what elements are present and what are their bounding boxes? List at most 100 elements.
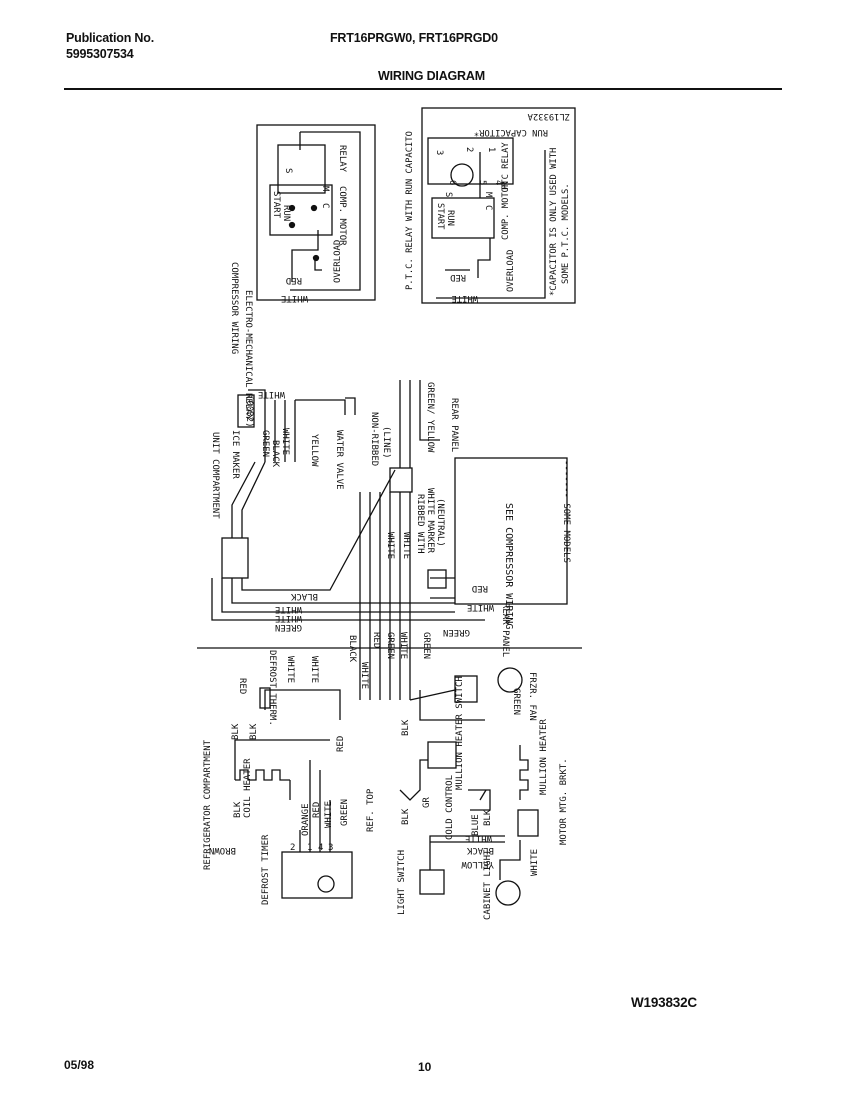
- ptc-relay-label: PTC RELAY: [501, 142, 511, 190]
- cold-blk-label: BLK: [401, 808, 411, 825]
- yellow-label: YELLOW: [309, 434, 319, 467]
- green-rear-label: GREEN: [443, 627, 470, 637]
- compressor-wiring-inset: [256, 124, 376, 301]
- timer-red-label: RED: [312, 802, 322, 818]
- ptc-relay-labels: P.T.C. RELAY WITH RUN CAPACITO WHITE RED…: [405, 111, 571, 303]
- light-switch-box: [419, 869, 445, 895]
- coil-blk-1-label: BLK: [231, 723, 241, 740]
- defrost-timer-box: [281, 851, 353, 899]
- main-schematic-wires: [197, 380, 582, 906]
- timer-white-label: WHITE: [324, 801, 334, 828]
- fan-blade: [497, 667, 523, 693]
- orange-label: ORANGE: [301, 803, 311, 836]
- timer-term-4: 4: [318, 843, 323, 853]
- timer-motor: [317, 875, 335, 893]
- white-label: WHITE: [281, 293, 308, 303]
- light-switch-label: LIGHT SWITCH: [397, 850, 407, 915]
- fan-motor: [454, 675, 478, 703]
- compressor-red-lead: [291, 230, 319, 282]
- c-label: C: [320, 203, 330, 208]
- mullion-heater-label: MULLION HEATER: [539, 719, 549, 795]
- cabinet-light-bulb: [495, 880, 521, 906]
- ptc-relay-inset: [421, 107, 576, 304]
- page-number: 10: [418, 1060, 432, 1074]
- white-bus-1: [221, 578, 455, 613]
- mullion-heater-element: [519, 745, 529, 800]
- run-capacitor-box: [427, 137, 514, 185]
- coil-blk-3-label: BLK: [233, 801, 243, 818]
- ptc-m-label: M: [483, 192, 493, 197]
- pin-3: 3: [434, 150, 444, 155]
- light-white-label: WHITE: [465, 833, 492, 843]
- ice-black-label: BLACK: [270, 440, 280, 468]
- diagram-title: WIRING DIAGRAM: [378, 69, 485, 83]
- trunk-white-label: WHITE: [359, 662, 369, 689]
- black-bus: [241, 469, 396, 591]
- pin-6: 6: [447, 180, 457, 185]
- cabinet-light-label: CABINET LIGHT: [483, 849, 493, 920]
- electro-relay-heading: ELECTRO-MECHANICAL RELAY: [243, 290, 253, 421]
- mullion-switch-label: MULLION HEATER SWITCH: [455, 676, 465, 790]
- publication-number: 5995307534: [66, 47, 134, 61]
- pin-4: 4: [493, 180, 503, 185]
- see-compressor-box: [454, 457, 568, 605]
- ice-white-top-label: WHITE: [258, 389, 285, 399]
- ptc-white-lead: [436, 150, 546, 299]
- white-b-label: WHITE: [401, 532, 411, 559]
- ice-maker-leads: [248, 389, 296, 462]
- harness-connector: [221, 537, 249, 579]
- pin-2: 2: [464, 147, 474, 152]
- compressor-wiring-labels: COMPRESSOR WIRING ELECTRO-MECHANICAL REL…: [229, 145, 347, 421]
- header-rule: [64, 88, 782, 90]
- water-valve-coil: [345, 397, 356, 415]
- heater-red-label: RED: [336, 736, 346, 752]
- timer-term-1: 1: [307, 843, 312, 853]
- ptc-white-label: WHITE: [452, 293, 478, 303]
- publication-label: Publication No.: [66, 31, 154, 45]
- cold-control-box: [427, 741, 457, 769]
- water-valve-label: WATER VALVE: [334, 430, 344, 490]
- refrigerator-compartment-label: REFRIGERATOR COMPARTMENT: [203, 739, 213, 870]
- capacitor-note-1: *CAPACITOR IS ONLY USED WITH: [549, 148, 559, 296]
- unit-compartment-labels: UNIT COMPARTMENT ICE MAKER (0032) WATER …: [210, 382, 571, 657]
- ptc-start-label: START: [435, 203, 445, 230]
- therm-red-label: RED: [237, 678, 247, 694]
- terminal-s: [288, 204, 296, 212]
- publication-date: 05/98: [64, 1058, 95, 1072]
- ptc-red-label: RED: [450, 272, 466, 282]
- brown-label: BROWN: [209, 845, 236, 855]
- ice-maker-code: (0032): [244, 395, 254, 428]
- timer-leads: [299, 760, 331, 852]
- terminal-c: [288, 221, 296, 229]
- run-label: RUN: [281, 205, 291, 221]
- coil-heater-label: COIL HEATER: [243, 758, 253, 818]
- timer-green-label: GREEN: [340, 799, 350, 826]
- ptc-element: [450, 163, 474, 187]
- cold-gr-label: GR: [422, 797, 432, 808]
- ptc-inset-border: [421, 107, 576, 304]
- ice-maker-label: ICE MAKER: [230, 430, 240, 479]
- figure-id: W193832C: [631, 995, 697, 1010]
- part-number-label: ZL19332A: [527, 111, 570, 121]
- cold-control-label: COLD CONTROL: [445, 775, 455, 840]
- compressor-heading: COMPRESSOR WIRING: [229, 262, 239, 354]
- light-black-label: BLACK: [466, 845, 494, 855]
- timer-term-3: 3: [328, 843, 333, 853]
- ref-top-label: REF. TOP: [366, 788, 376, 832]
- comp-motor-label: COMP. MOTOR: [337, 186, 347, 246]
- cabinet-light-leads: [499, 840, 521, 880]
- black-bus-label: BLACK: [290, 591, 318, 601]
- ptc-run-label: RUN: [445, 210, 455, 226]
- trunk-white-2-label: WHITE: [398, 632, 408, 659]
- ice-green-label: GREEN: [260, 430, 270, 457]
- ptc-comp-motor-label: COMP. MOTOR: [501, 181, 511, 240]
- mullion-switch-contact: [479, 789, 487, 801]
- compressor-connection-leads: [430, 577, 455, 599]
- ptc-comp-motor-box: [431, 197, 495, 239]
- trunk-red-label: RED: [371, 632, 381, 648]
- ice-maker-harness: [231, 461, 266, 538]
- fan-leads: [409, 689, 485, 721]
- defrost-timer-label: DEFROST TIMER: [261, 834, 271, 905]
- motor-mtg-bracket: [517, 809, 539, 837]
- green-bus-label: GREEN: [275, 622, 302, 632]
